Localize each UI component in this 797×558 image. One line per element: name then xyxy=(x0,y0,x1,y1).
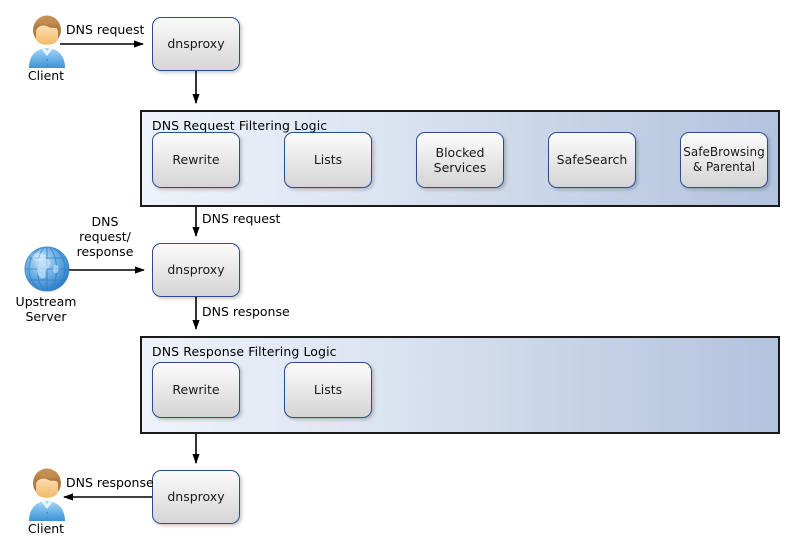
node-label: dnsproxy xyxy=(167,262,225,278)
request-filtering-group-title: DNS Request Filtering Logic xyxy=(152,118,328,133)
label-upstream-request-response: DNS request/ response xyxy=(76,214,134,259)
node-label: Lists xyxy=(313,152,343,168)
user-avatar-icon xyxy=(29,15,65,68)
caption-client-top: Client xyxy=(27,68,65,83)
node-label: SafeBrowsing & Parental xyxy=(683,145,765,174)
response-filtering-group-title: DNS Response Filtering Logic xyxy=(152,344,337,359)
node-label: dnsproxy xyxy=(167,36,225,52)
node-label: SafeSearch xyxy=(556,152,628,168)
node-safebrowsing-parental[interactable]: SafeBrowsing & Parental xyxy=(680,132,768,188)
node-safesearch[interactable]: SafeSearch xyxy=(548,132,636,188)
globe-icon xyxy=(24,246,70,292)
label-dnsproxy-to-client: DNS response xyxy=(66,475,154,490)
caption-client-bottom: Client xyxy=(27,521,65,536)
node-label: dnsproxy xyxy=(167,489,225,505)
node-rewrite-request[interactable]: Rewrite xyxy=(152,132,240,188)
node-dnsproxy-middle[interactable]: dnsproxy xyxy=(152,243,240,297)
node-label: Blocked Services xyxy=(433,144,487,175)
node-blocked-services[interactable]: Blocked Services xyxy=(416,132,504,188)
label-dnsproxy-to-response-group: DNS response xyxy=(202,304,290,319)
node-label: Lists xyxy=(313,382,343,398)
response-filtering-group: DNS Response Filtering Logic xyxy=(140,336,780,434)
node-dnsproxy-top[interactable]: dnsproxy xyxy=(152,17,240,71)
caption-upstream-server: Upstream Server xyxy=(15,294,77,324)
node-dnsproxy-bottom[interactable]: dnsproxy xyxy=(152,470,240,524)
user-avatar-icon xyxy=(29,468,65,521)
node-rewrite-response[interactable]: Rewrite xyxy=(152,362,240,418)
node-lists-response[interactable]: Lists xyxy=(284,362,372,418)
node-label: Rewrite xyxy=(172,152,220,168)
label-dnsproxy-to-request-group: DNS request xyxy=(202,211,281,226)
node-label: Rewrite xyxy=(172,382,220,398)
label-client-to-dnsproxy: DNS request xyxy=(66,22,145,37)
node-lists-request[interactable]: Lists xyxy=(284,132,372,188)
